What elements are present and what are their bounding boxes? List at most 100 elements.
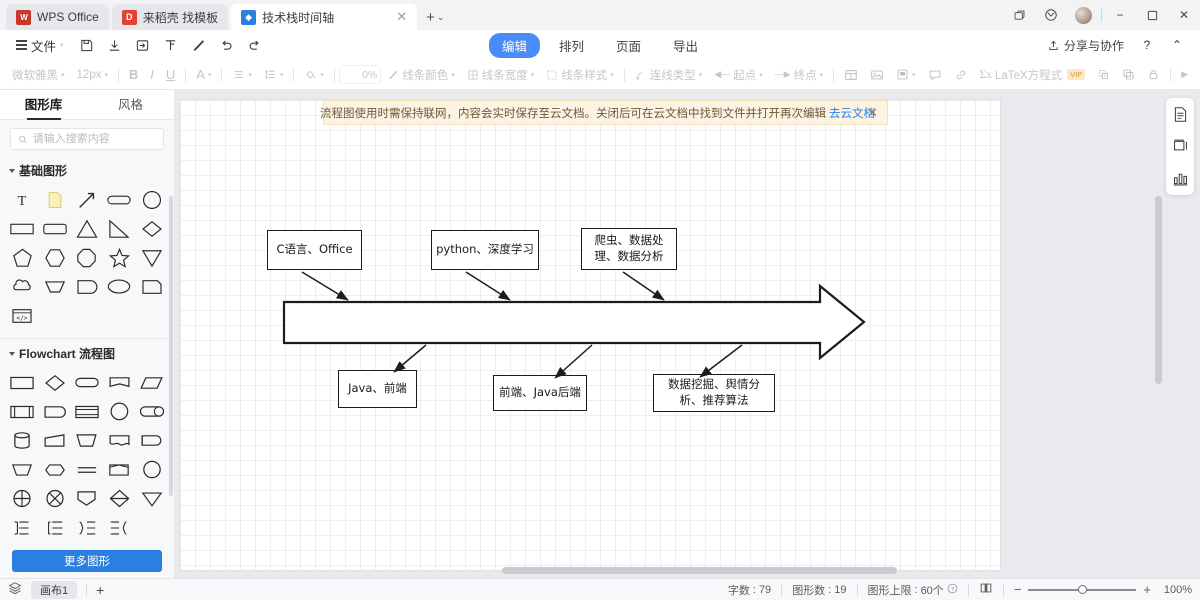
latex-button[interactable]: Σx LaTeX方程式 VIP [974,64,1092,86]
internal-storage-shape[interactable] [38,397,70,426]
end-point-button[interactable]: —▶ 终点 ▾ [769,64,829,86]
tab-page[interactable]: 页面 [616,39,642,54]
zoom-out-button[interactable]: − [1013,582,1022,597]
brace-left-shape[interactable] [103,513,135,542]
line-style-button[interactable]: 线条样式 ▾ [540,64,620,86]
sidebar-scrollbar[interactable] [169,196,173,496]
extract-shape[interactable] [6,455,38,484]
restore-layout-icon[interactable] [1003,0,1035,30]
font-size-select[interactable]: 12px ▾ [71,64,114,86]
arrow-line-shape[interactable] [71,185,103,214]
inverted-triangle-shape[interactable] [136,243,168,272]
skill-box-bottom-2[interactable]: 前端、Java后端 [493,375,587,411]
line-width-button[interactable]: 线条宽度 ▾ [461,64,541,86]
list-left-shape[interactable] [38,513,70,542]
collapse-ribbon-icon[interactable]: ⌃ [1171,38,1183,52]
share-button[interactable]: 分享与协作 [1041,37,1130,54]
book-view-icon[interactable] [979,581,993,598]
or-shape[interactable] [136,455,168,484]
text-shape[interactable]: T [6,185,38,214]
octagon-shape[interactable] [71,243,103,272]
brace-right-shape[interactable] [71,513,103,542]
insert-table-button[interactable] [838,64,864,86]
triangle-shape[interactable] [71,214,103,243]
app-settings-icon[interactable] [1035,0,1067,30]
parallel-mode-shape[interactable] [71,455,103,484]
canvas-horizontal-scrollbar[interactable] [502,567,897,574]
rectangle-shape[interactable] [6,214,38,243]
group-button[interactable] [1091,64,1116,86]
insert-image-button[interactable] [864,64,890,86]
list-right-shape[interactable] [6,513,38,542]
section-header-flowchart[interactable]: Flowchart 流程图 [0,339,174,364]
pentagon-shape[interactable] [6,243,38,272]
copy-style-button[interactable] [1116,64,1141,86]
redo-icon[interactable] [242,33,268,57]
minimize-button[interactable]: − [1116,8,1124,22]
sort-shape[interactable] [103,484,135,513]
line-spacing-button[interactable]: ▾ [258,64,290,86]
manual-operation-shape[interactable] [71,426,103,455]
merge-shape[interactable] [136,484,168,513]
skill-box-bottom-3[interactable]: 数据挖掘、舆情分析、推荐算法 [653,374,775,412]
sidebar-tab-shape-library[interactable]: 图形库 [0,90,87,120]
undo-icon[interactable] [214,33,240,57]
app-tab-wps-office[interactable]: W WPS Office [6,4,109,30]
new-tab-button[interactable]: + ⌄ [420,4,450,30]
direct-access-shape[interactable] [136,397,168,426]
multidoc-shape[interactable] [103,426,135,455]
skill-box-top-2[interactable]: python、深度学习 [431,230,539,270]
zoom-slider[interactable]: − + [1014,582,1151,597]
half-round-shape[interactable] [71,272,103,301]
cloud-shape[interactable] [6,272,38,301]
process-shape[interactable] [6,368,38,397]
zoom-knob[interactable] [1078,584,1088,594]
toolbar-overflow-button[interactable]: ▶ [1181,69,1189,79]
terminator-shape[interactable] [71,368,103,397]
insert-media-button[interactable]: ▾ [890,64,922,86]
delay-shape[interactable] [136,426,168,455]
insert-comment-button[interactable] [922,64,948,86]
tab-export[interactable]: 导出 [673,39,699,54]
canvas-area[interactable]: 大一 大二 大三 大四 工作一年 工作两年 C语言、Office python、… [175,90,1200,578]
chart-icon[interactable] [1171,169,1190,188]
layout-icon[interactable] [1171,137,1190,156]
more-shapes-button[interactable]: 更多图形 [12,550,162,572]
rounded-rect-shape[interactable] [103,185,135,214]
connector-type-button[interactable]: 连线类型 ▾ [629,64,709,86]
layers-icon[interactable] [8,581,22,598]
save-icon[interactable] [74,33,100,57]
file-menu-button[interactable]: 文件 ▾ [8,33,72,57]
section-header-basic-shapes[interactable]: 基础图形 [0,156,174,181]
notice-link[interactable]: 去云文档 [829,107,875,120]
skill-box-bottom-1[interactable]: Java、前端 [338,370,417,408]
help-icon[interactable]: ? [1143,38,1151,52]
fill-color-button[interactable]: ▾ [298,64,330,86]
star-shape[interactable] [103,243,135,272]
decision-shape[interactable] [38,368,70,397]
close-icon[interactable]: ✕ [867,104,878,120]
card-shape[interactable] [136,272,168,301]
zoom-track[interactable] [1028,584,1137,594]
skill-box-top-1[interactable]: C语言、Office [267,230,362,270]
download-icon[interactable] [102,33,128,57]
tag-shape[interactable] [71,484,103,513]
font-color-button[interactable]: A ▾ [190,64,217,86]
document-shape[interactable] [103,368,135,397]
bold-button[interactable]: B [128,67,139,82]
diamond-shape[interactable] [136,214,168,243]
circle-shape[interactable] [136,185,168,214]
add-canvas-button[interactable]: + [96,581,105,598]
opacity-input[interactable]: 0% [338,65,382,84]
tab-arrange[interactable]: 排列 [558,39,584,54]
close-icon[interactable]: ✕ [396,9,408,24]
rounded-rectangle-shape[interactable] [38,214,70,243]
hexagon-shape[interactable] [38,243,70,272]
insert-link-button[interactable] [948,64,974,86]
canvas-vertical-scrollbar[interactable] [1155,196,1162,384]
pen-icon[interactable] [186,33,212,57]
data-shape[interactable] [136,368,168,397]
ellipse-shape[interactable] [103,272,135,301]
import-icon[interactable] [130,33,156,57]
diagram-page[interactable]: 大一 大二 大三 大四 工作一年 工作两年 C语言、Office python、… [180,100,1000,570]
